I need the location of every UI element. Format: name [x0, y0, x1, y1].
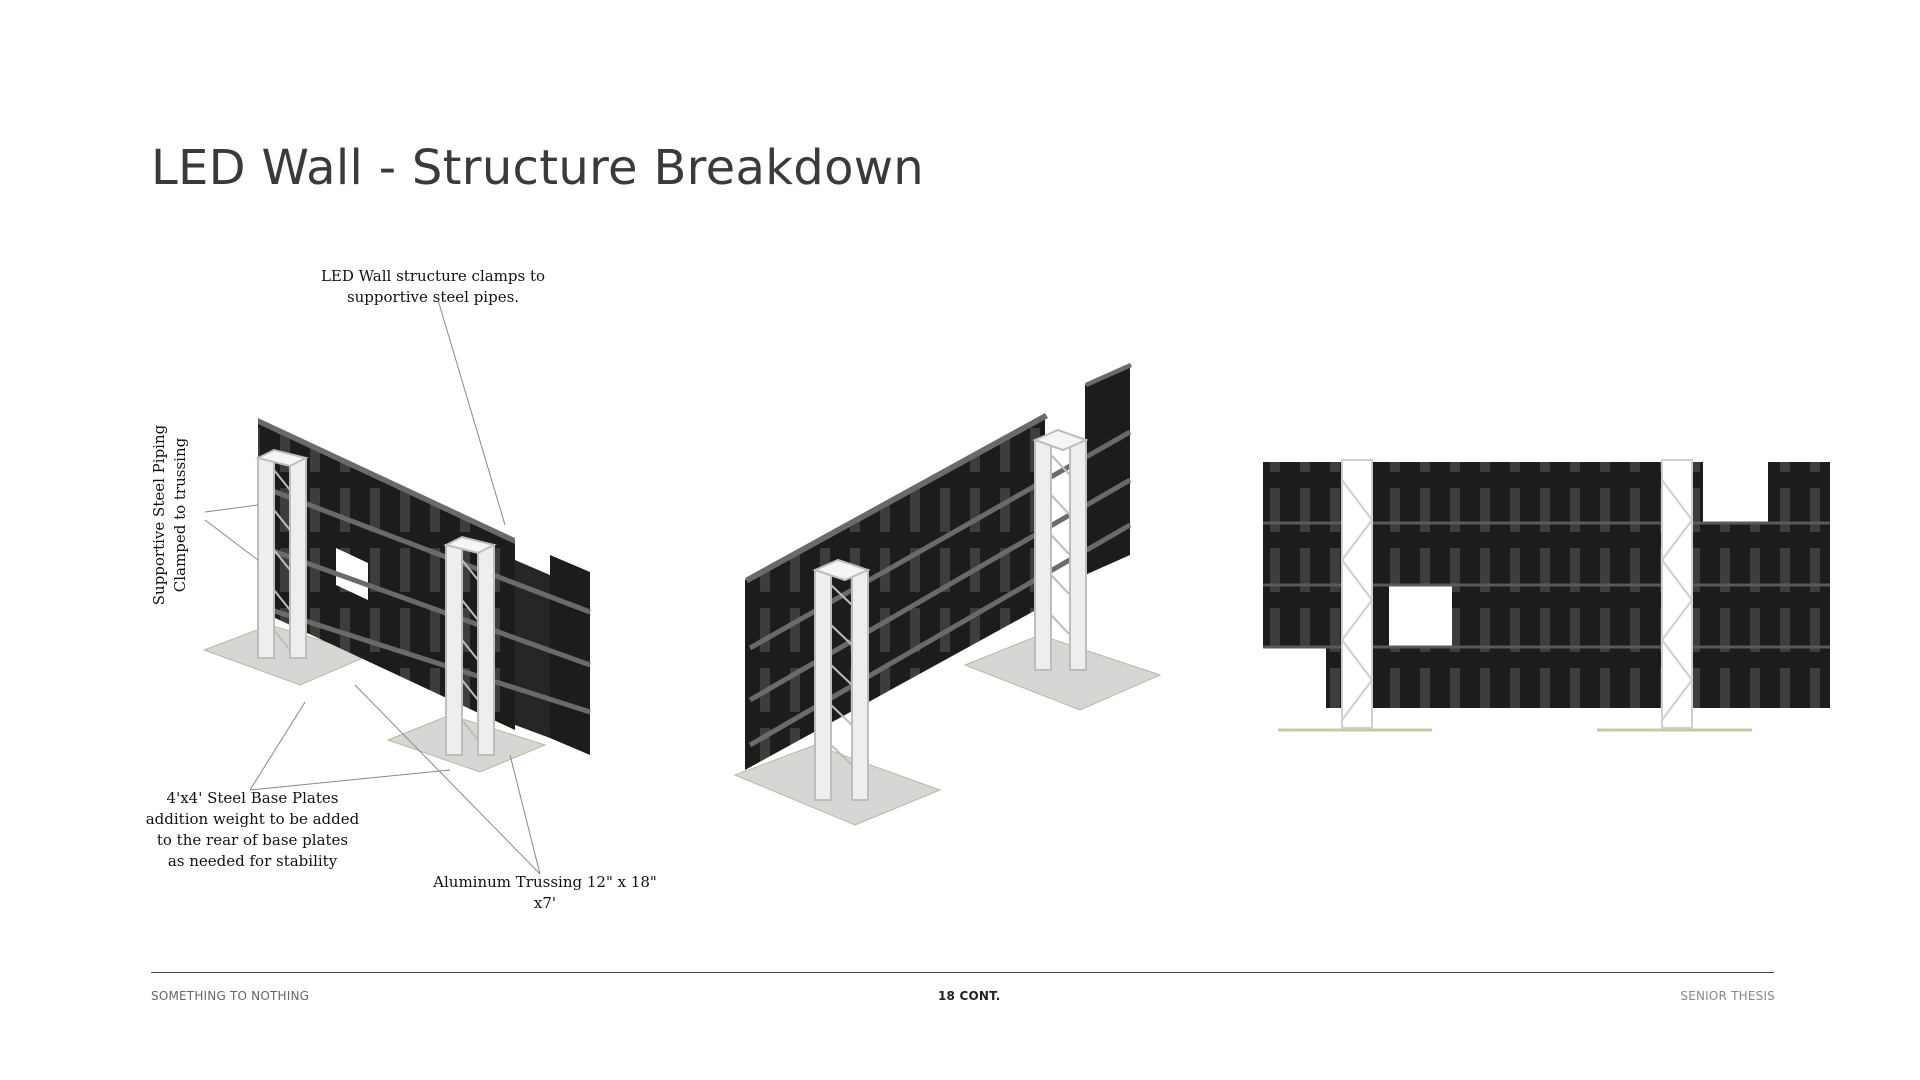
leader-lines: [204, 299, 541, 875]
left-isometric-view: [202, 299, 591, 875]
truss-elevation-right: [1661, 459, 1693, 729]
panel-row-1: [1263, 462, 1703, 522]
base-plate-right: [386, 714, 547, 773]
led-wall-top-edge: [745, 413, 1048, 583]
pipe-3: [264, 605, 591, 715]
middle-isometric-view: [733, 363, 1162, 826]
footer-divider: [151, 972, 1774, 973]
footer-left: SOMETHING TO NOTHING: [151, 989, 310, 1003]
pipe-2: [264, 545, 591, 668]
base-plate-front: [733, 744, 942, 826]
panel-row-3-right: [1452, 586, 1830, 646]
right-elevation-view: [1263, 459, 1830, 732]
pipe-1: [264, 485, 591, 615]
led-wall-main: [745, 415, 1045, 770]
truss-tower-front: [812, 558, 871, 801]
wall-cutout: [336, 548, 368, 600]
panel-row-4: [1326, 648, 1830, 708]
pipe-2: [748, 477, 1132, 703]
panel-row-1-right: [1768, 462, 1830, 522]
clamp-note: LED Wall structure clamps to supportive …: [320, 267, 546, 306]
truss-tower-left: [255, 448, 309, 659]
truss-elevation-left: [1341, 459, 1373, 729]
page-title: LED Wall - Structure Breakdown: [151, 140, 925, 196]
led-wall-tall-section: [1085, 365, 1130, 575]
truss-tower-back: [1032, 428, 1089, 671]
footer-right: SENIOR THESIS: [1680, 989, 1775, 1003]
pipe-1: [748, 429, 1132, 651]
footer-page-number: 18 CONT.: [938, 989, 1001, 1003]
trussing-note: Aluminum Trussing 12" x 18" x7': [433, 873, 657, 912]
led-wall-tall-top: [1085, 363, 1132, 387]
led-wall-right-section: [515, 560, 550, 738]
base-plates-note: 4'x4' Steel Base Plates addition weight …: [145, 789, 360, 870]
truss-tower-right: [443, 535, 497, 756]
led-wall-top-edge: [258, 418, 515, 544]
pipe-3: [748, 522, 1132, 748]
base-plate-back: [963, 634, 1162, 711]
